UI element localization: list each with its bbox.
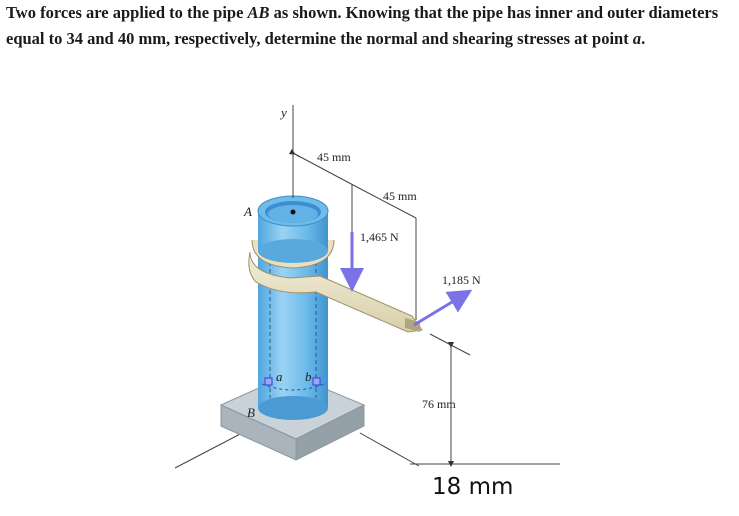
point-label: a <box>632 29 642 48</box>
ground-lines <box>174 431 560 469</box>
y-axis: y <box>279 105 294 198</box>
label-A: A <box>243 204 252 219</box>
label-a: a <box>276 369 283 384</box>
dim-top-label: 45 mm <box>317 150 351 164</box>
force-vertical-label: 1,465 N <box>360 230 399 244</box>
dim-arm-label: 45 mm <box>383 189 417 203</box>
pipe-top <box>257 195 329 263</box>
dim-height-label: 76 mm <box>422 397 456 411</box>
label-y: y <box>279 105 287 120</box>
problem-text-3: . <box>641 29 646 48</box>
problem-text-2: as shown. Knowing that the pipe has inne… <box>6 3 719 48</box>
points-ab: a b <box>264 369 321 386</box>
label-b: b <box>305 369 312 384</box>
force-horizontal-label: 1,185 N <box>442 273 481 287</box>
pipe-label: AB <box>247 3 270 22</box>
handwritten-note: 18 mm <box>432 474 513 500</box>
label-B: B <box>247 405 255 420</box>
problem-statement: Two forces are applied to the pipe AB as… <box>6 0 734 52</box>
point-b-marker <box>312 377 321 386</box>
problem-text-1: Two forces are applied to the pipe <box>6 3 248 22</box>
point-a-marker <box>264 377 273 386</box>
forces <box>340 232 473 327</box>
force-horizontal-arrow <box>413 289 473 327</box>
